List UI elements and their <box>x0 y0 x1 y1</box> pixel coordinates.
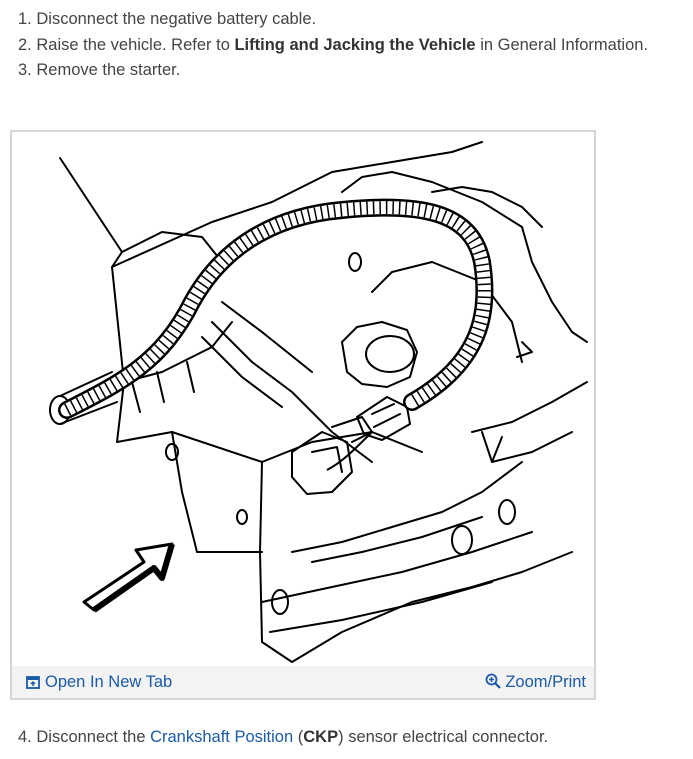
step-number: 1. <box>18 10 32 28</box>
step-1: 1. Disconnect the negative battery cable… <box>18 9 648 35</box>
step-number: 3. <box>18 61 32 79</box>
zoom-print-link[interactable]: Zoom/Print <box>485 672 586 692</box>
open-in-new-tab-label: Open In New Tab <box>45 673 173 691</box>
open-new-tab-icon <box>26 676 40 689</box>
zoom-print-label: Zoom/Print <box>505 673 586 691</box>
step-number: 4. <box>18 728 32 746</box>
step-text: in General Information. <box>475 35 649 54</box>
crankshaft-sensor-illustration <box>49 141 588 663</box>
step-text: Remove the starter. <box>36 61 181 79</box>
step-bold-reference: Lifting and Jacking the Vehicle <box>234 35 476 54</box>
step-number: 2. <box>18 35 32 54</box>
step-4: 4. Disconnect the Crankshaft Position (C… <box>18 727 548 747</box>
illustration-figure: Open In New Tab Zoom/Print <box>10 130 596 700</box>
open-in-new-tab-link[interactable]: Open In New Tab <box>26 672 172 692</box>
ckp-abbreviation: CKP <box>303 728 339 746</box>
step-text: ) <box>338 728 344 746</box>
step-text: Disconnect the <box>36 728 151 746</box>
step-3: 3. Remove the starter. <box>18 60 648 86</box>
step-text: ( <box>293 728 304 746</box>
step-text: Disconnect the negative battery cable. <box>36 10 317 28</box>
crankshaft-position-link[interactable]: Crankshaft Position <box>150 728 294 746</box>
step-text: Raise the vehicle. Refer to <box>36 35 235 54</box>
step-text: sensor electrical connector. <box>343 728 549 746</box>
figure-toolbar: Open In New Tab Zoom/Print <box>12 666 594 698</box>
step-2: 2. Raise the vehicle. Refer to Lifting a… <box>18 35 648 61</box>
instruction-steps: 1. Disconnect the negative battery cable… <box>18 9 648 86</box>
zoom-in-icon <box>485 673 502 689</box>
